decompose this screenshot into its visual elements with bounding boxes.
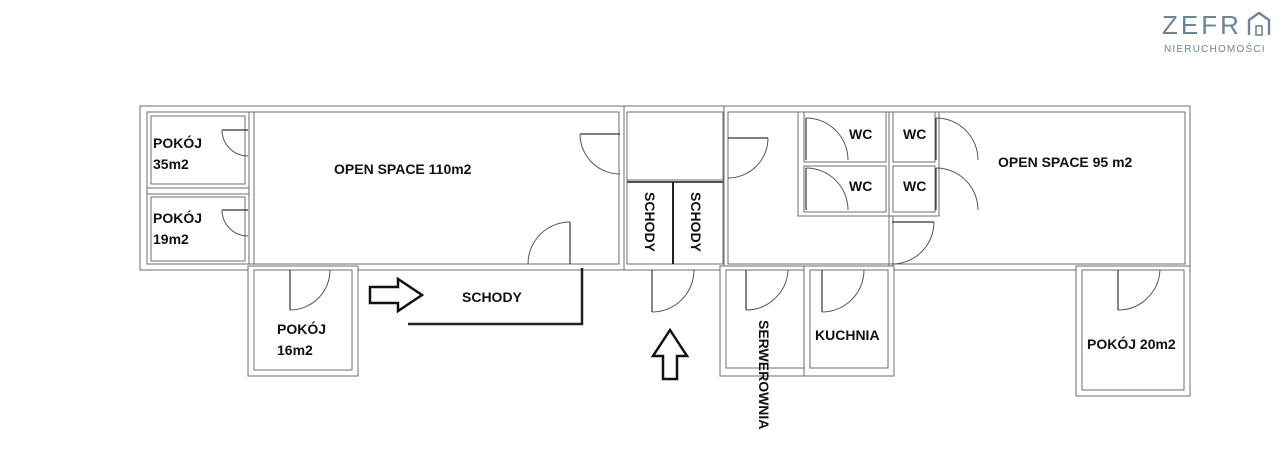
- door-swing-icon: [579, 133, 621, 175]
- room-16-label-line2: 16m2: [277, 342, 313, 358]
- door-swing-icon: [289, 269, 331, 311]
- schody-main-label: SCHODY: [462, 289, 523, 305]
- door-swing-icon: [221, 129, 249, 157]
- door-swing-icon: [935, 167, 979, 211]
- schody-left-label: SCHODY: [642, 192, 658, 253]
- door-swing-icon: [805, 117, 849, 161]
- wc-3-label: WC: [849, 178, 872, 194]
- room-35-label-line1: POKÓJ: [153, 134, 202, 151]
- room-19-label-line1: POKÓJ: [153, 209, 202, 226]
- door-swing-icon: [745, 269, 789, 311]
- schody-right-label: SCHODY: [688, 192, 704, 253]
- door-swing-icon: [651, 269, 695, 313]
- walls: [139, 105, 1191, 397]
- door-swing-icon: [821, 269, 865, 313]
- arrow-right-icon: [368, 276, 425, 314]
- room-35-label-line2: 35m2: [153, 156, 189, 172]
- room-20-label: POKÓJ 20m2: [1087, 335, 1176, 352]
- wc-1-label: WC: [849, 126, 872, 142]
- kuchnia-label: KUCHNIA: [815, 327, 880, 343]
- door-swing-icon: [805, 167, 849, 211]
- door-swing-icon: [935, 117, 979, 161]
- open-space-95-label: OPEN SPACE 95 m2: [998, 154, 1133, 170]
- serwerownia-label: SERWEROWNIA: [756, 320, 772, 429]
- doors: [221, 117, 1161, 313]
- wc-4-label: WC: [903, 178, 926, 194]
- open-space-110-label: OPEN SPACE 110m2: [334, 161, 472, 177]
- door-swing-icon: [527, 221, 571, 265]
- logo-subtitle: NIERUCHOMOŚCI: [1164, 42, 1266, 55]
- room-19-label-line2: 19m2: [153, 231, 189, 247]
- arrow-up-icon: [650, 327, 690, 381]
- door-swing-icon: [891, 221, 935, 265]
- house-icon: [1247, 11, 1271, 36]
- logo: ZEFR NIERUCHOMOŚCI: [1162, 10, 1271, 55]
- wc-2-label: WC: [903, 126, 926, 142]
- room-labels: POKÓJ 35m2 POKÓJ 19m2 OPEN SPACE 110m2 S…: [153, 126, 1176, 429]
- room-16-label-line1: POKÓJ: [277, 320, 326, 337]
- logo-word: ZEFR: [1162, 10, 1242, 40]
- door-swing-icon: [221, 209, 249, 237]
- door-swing-icon: [727, 137, 769, 179]
- door-swing-icon: [1117, 269, 1161, 311]
